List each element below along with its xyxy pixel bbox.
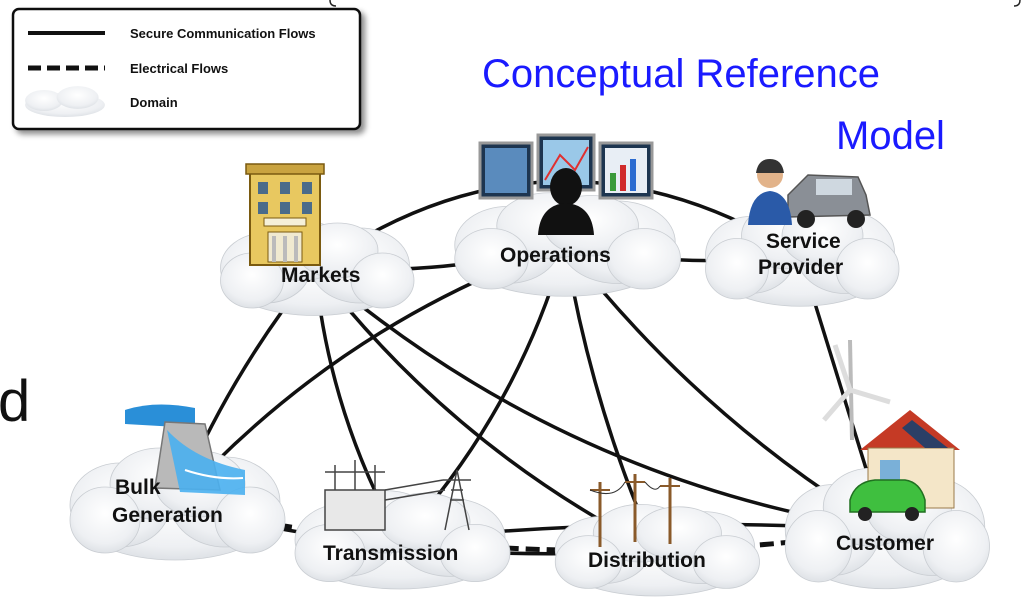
hydro-dam-icon xyxy=(125,404,245,495)
bulk-generation-label-line2: Generation xyxy=(112,504,223,527)
legend: Secure Communication Flows Electrical Fl… xyxy=(11,7,362,131)
market-building-icon xyxy=(245,163,325,266)
cropped-frame-mark-right xyxy=(1013,0,1021,7)
legend-secure-flows-label: Secure Communication Flows xyxy=(130,26,316,41)
operations-label: Operations xyxy=(500,244,611,267)
utility-poles-icon xyxy=(589,474,680,547)
customer-label: Customer xyxy=(836,532,934,555)
cropped-frame-mark-left xyxy=(329,0,337,7)
house-wind-ev-icon xyxy=(822,339,960,521)
markets-label: Markets xyxy=(281,264,360,287)
labels-layer: Markets Operations Service Provider Bulk… xyxy=(112,230,934,572)
distribution-label: Distribution xyxy=(588,549,706,572)
legend-box xyxy=(11,7,362,131)
service-provider-label-line1: Service xyxy=(766,230,841,253)
technician-truck-icon xyxy=(748,159,871,228)
legend-domain-label: Domain xyxy=(130,95,178,110)
title-line-1: Conceptual Reference xyxy=(482,52,881,96)
service-provider-domain-cloud xyxy=(705,202,900,307)
legend-electrical-flows-label: Electrical Flows xyxy=(130,61,228,76)
bulk-generation-label-line1: Bulk xyxy=(115,476,161,499)
service-provider-label-line2: Provider xyxy=(758,256,843,279)
transmission-label: Transmission xyxy=(323,542,458,565)
operator-monitors-icon xyxy=(478,133,654,235)
legend-cloud-swatch xyxy=(25,86,105,117)
icons-layer xyxy=(125,133,960,547)
cropped-text-fragment: d xyxy=(0,369,31,434)
substation-tower-icon xyxy=(324,460,471,531)
customer-domain-cloud xyxy=(784,467,990,590)
title-line-2: Model xyxy=(836,114,945,158)
